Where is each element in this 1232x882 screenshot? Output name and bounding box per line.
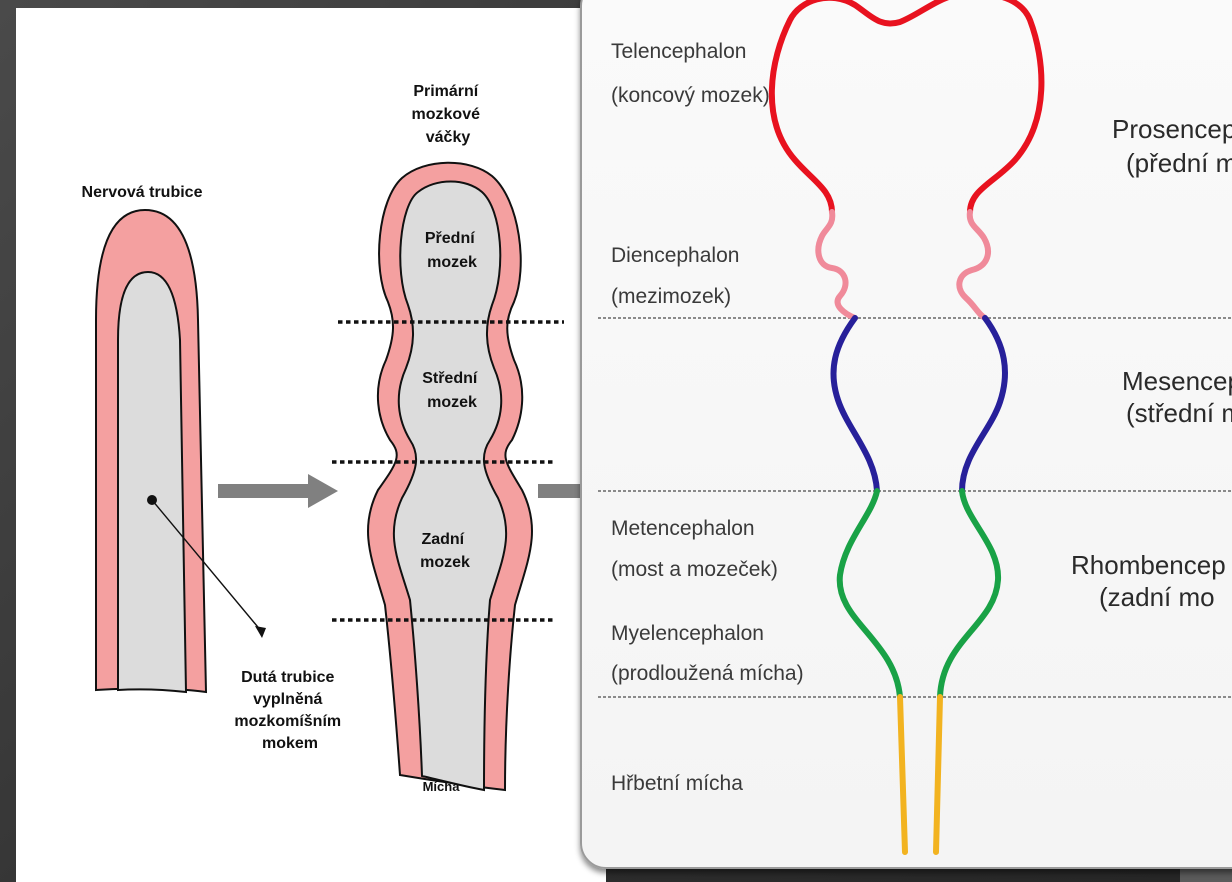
telencephalon-outline-right	[965, 0, 1041, 212]
rhombencephalon-left	[840, 491, 900, 697]
spinal-cord-right	[936, 697, 940, 852]
division-rhombencephalon-label: Rhombencep (zadní mo	[1071, 550, 1232, 612]
telencephalon-outline	[772, 0, 955, 212]
segment-spinal-cord-label: Hřbetní mícha	[611, 772, 743, 795]
segment-metencephalon-label: Metencephalon (most a mozeček)	[611, 517, 778, 581]
diencephalon-left	[818, 212, 855, 318]
segment-diencephalon-label: Diencephalon (mezimozek)	[611, 244, 745, 308]
spinal-cord-left	[900, 697, 905, 852]
division-mesencephalon-label: Mesenceph (střední mo	[1122, 366, 1232, 428]
segment-telencephalon-label: Telencephalon (koncový mozek)	[611, 40, 770, 107]
rhombencephalon-right	[940, 491, 998, 697]
mesencephalon-right	[962, 318, 1005, 491]
diencephalon-right	[959, 212, 988, 318]
division-prosencephalon-label: Prosenceph (přední mo	[1112, 114, 1232, 178]
segment-myelencephalon-label: Myelencephalon (prodloužená mícha)	[611, 622, 804, 685]
mesencephalon-left	[833, 318, 877, 491]
